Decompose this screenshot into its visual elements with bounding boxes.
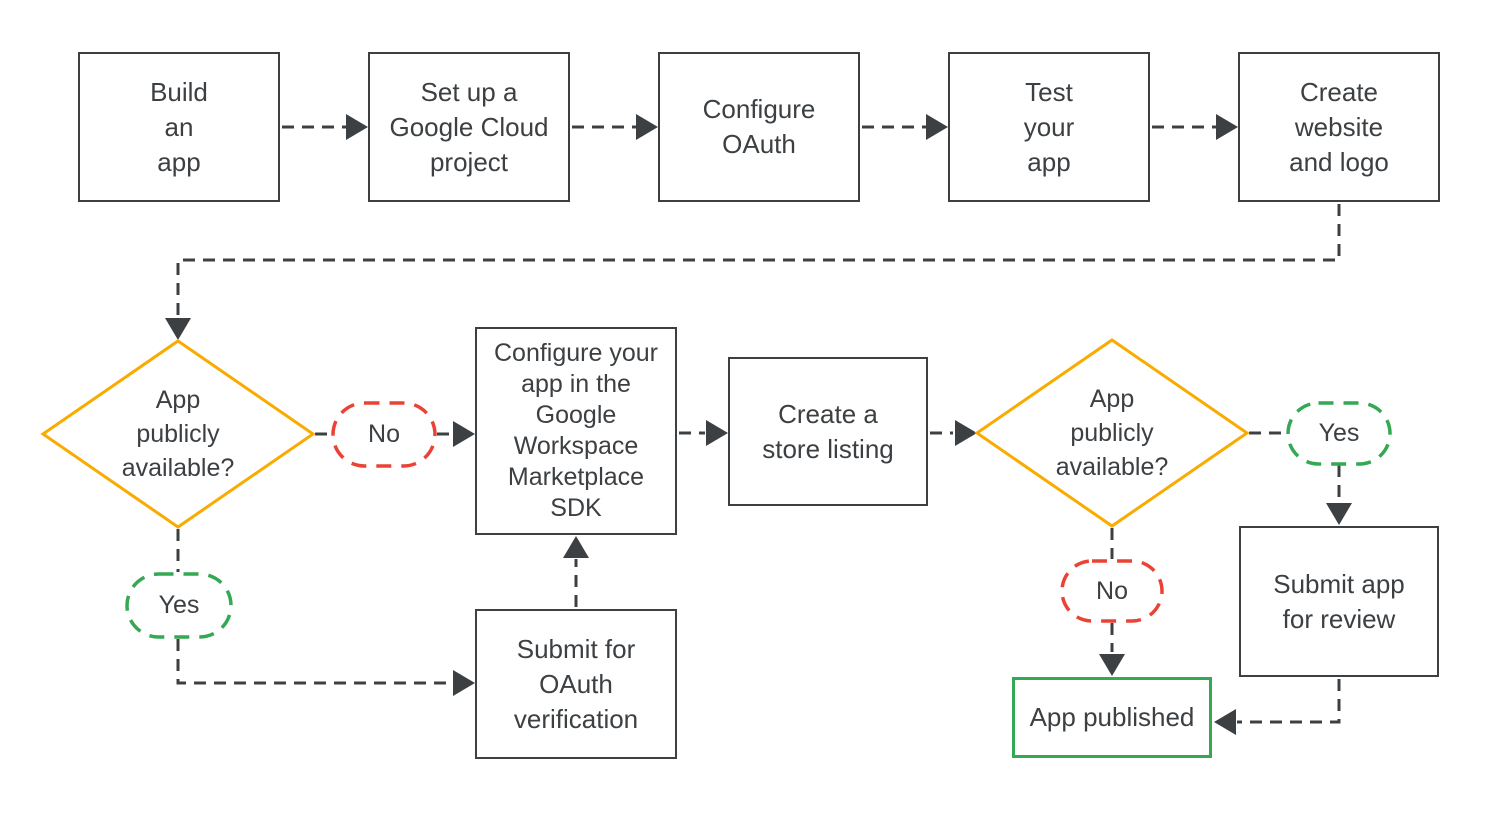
step-submit-app-review-label: Submit app for review xyxy=(1273,568,1405,634)
step-configure-sdk-label: Configure your app in the Google Workspa… xyxy=(494,339,658,522)
branch-no2-label: No xyxy=(1062,561,1162,621)
decision1-text: App publicly available? xyxy=(121,386,235,482)
arrowhead-down-into-published xyxy=(1099,654,1125,676)
step-create-website-label: Create website and logo xyxy=(1289,76,1389,177)
branch-no1-text: No xyxy=(368,420,400,448)
decision1-label: App publicly available? xyxy=(68,380,288,488)
step-configure-sdk: Configure your app in the Google Workspa… xyxy=(475,327,677,535)
no1-oval xyxy=(331,401,437,468)
step-app-published-label: App published xyxy=(1029,702,1195,732)
arrowhead-up-into-sdk xyxy=(563,536,589,558)
decision2-text: App publicly available? xyxy=(1055,385,1169,481)
step-app-published: App published xyxy=(1012,677,1212,758)
arrowhead-left-into-published xyxy=(1214,709,1236,735)
decision2-label: App publicly available? xyxy=(1002,379,1222,487)
connector-website-to-decision1 xyxy=(176,204,1341,317)
step-create-website: Create website and logo xyxy=(1238,52,1440,202)
arrowhead-into-sdk xyxy=(453,421,475,447)
arrowhead-into-oauth xyxy=(636,114,658,140)
branch-yes2-label: Yes xyxy=(1288,403,1390,464)
step-configure-oauth-label: Configure OAuth xyxy=(702,94,816,159)
decision1-diamond xyxy=(40,339,316,529)
step-create-store-listing: Create a store listing xyxy=(728,357,928,506)
step-submit-app-review: Submit app for review xyxy=(1239,526,1439,677)
arrowhead-into-oauth-verif xyxy=(453,670,475,696)
step-test-app: Test your app xyxy=(948,52,1150,202)
step-configure-oauth: Configure OAuth xyxy=(658,52,860,202)
branch-no1-label: No xyxy=(333,403,435,466)
step-build-app: Build an app xyxy=(78,52,280,202)
arrowhead-into-review xyxy=(1326,503,1352,525)
arrowhead-into-decision1 xyxy=(165,318,191,340)
no2-oval xyxy=(1060,559,1164,623)
decision2-diamond xyxy=(974,338,1250,528)
connector-review-to-published xyxy=(1237,679,1341,724)
arrowhead-into-website xyxy=(1216,114,1238,140)
arrowhead-into-setup xyxy=(346,114,368,140)
connectors xyxy=(176,125,1341,724)
arrowhead-into-test xyxy=(926,114,948,140)
yes2-oval xyxy=(1286,401,1392,466)
step-create-store-listing-label: Create a store listing xyxy=(762,398,894,464)
branch-no2-text: No xyxy=(1096,576,1128,605)
yes1-oval xyxy=(125,572,233,639)
step-setup-project-label: Set up a Google Cloud project xyxy=(389,76,549,177)
branch-yes2-text: Yes xyxy=(1318,419,1360,447)
arrowhead-into-store xyxy=(706,420,728,446)
step-submit-oauth-verification: Submit for OAuth verification xyxy=(475,609,677,759)
step-setup-project: Set up a Google Cloud project xyxy=(368,52,570,202)
arrowhead-into-decision2 xyxy=(955,420,977,446)
step-build-app-label: Build an app xyxy=(150,76,208,177)
connector-yes1-to-oauth-verif xyxy=(176,639,451,685)
arrowheads xyxy=(165,114,1352,735)
step-test-app-label: Test your app xyxy=(1023,76,1075,177)
step-submit-oauth-verification-label: Submit for OAuth verification xyxy=(513,633,639,734)
branch-yes1-text: Yes xyxy=(158,591,200,619)
branch-yes1-label: Yes xyxy=(127,574,231,637)
